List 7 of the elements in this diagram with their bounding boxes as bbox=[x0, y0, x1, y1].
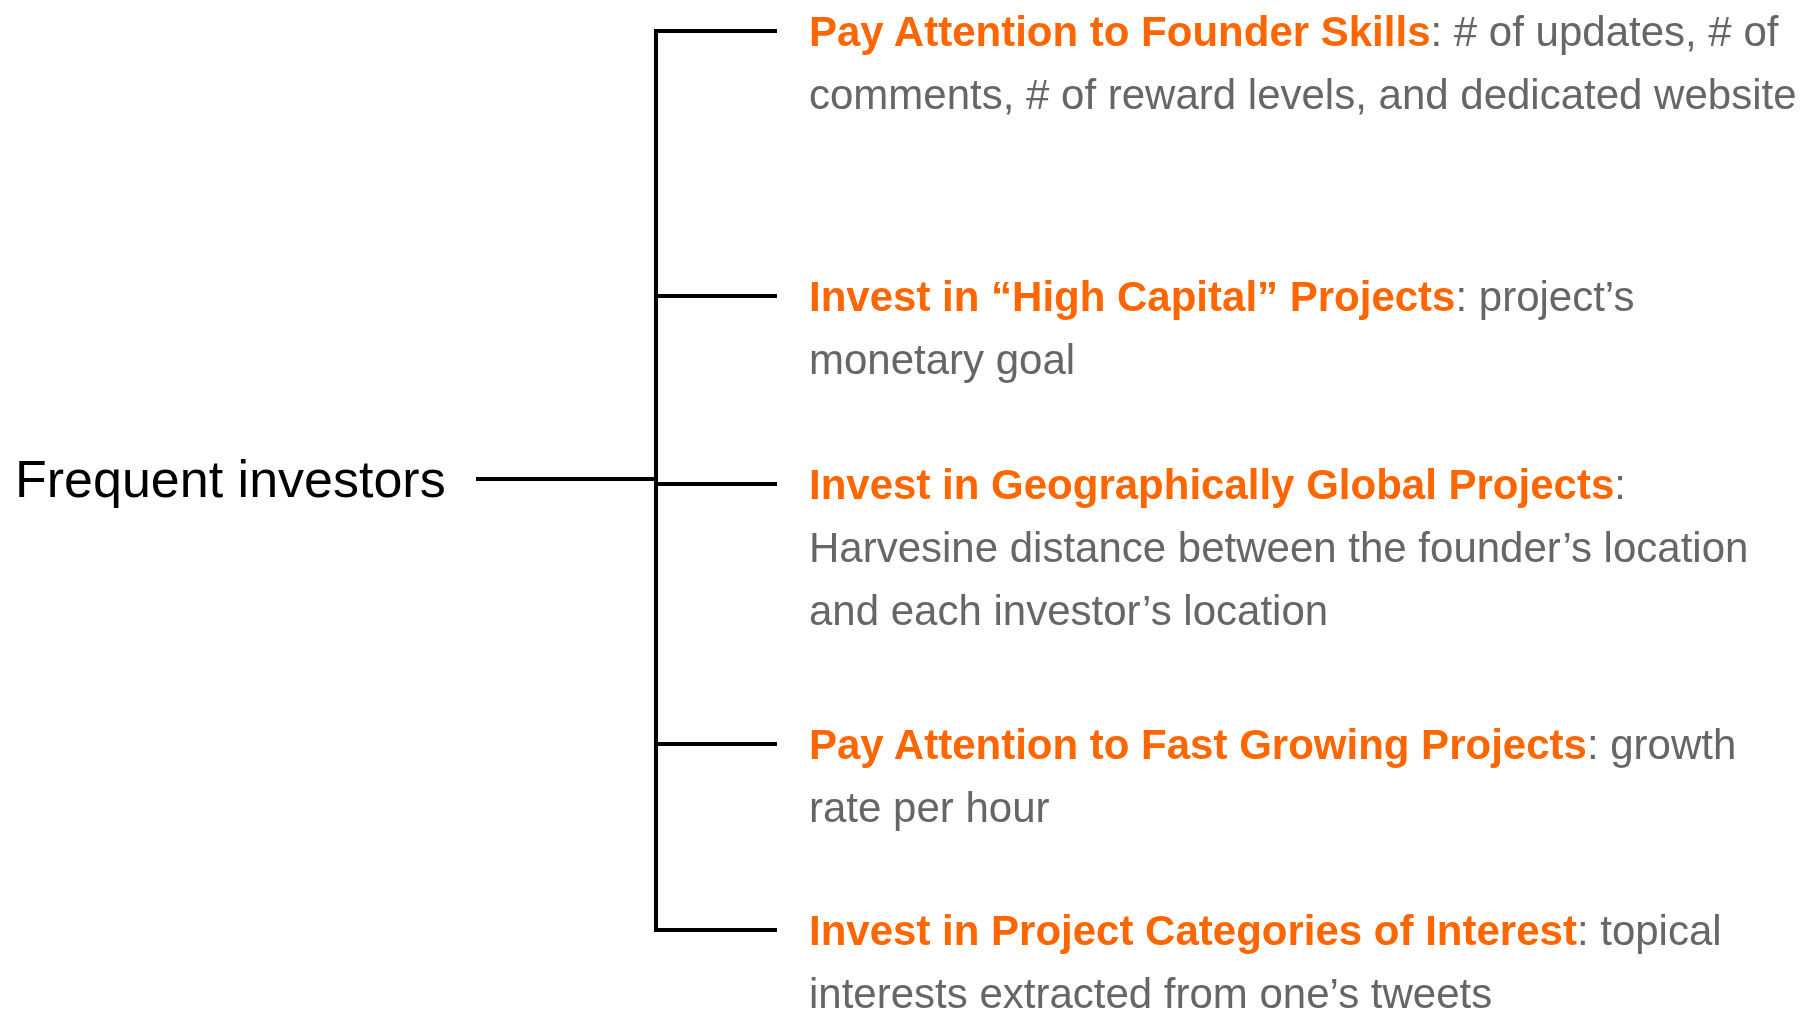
bracket-connector bbox=[476, 477, 777, 932]
branch-text: Invest in “High Capital” Projects: project’s monetary goal bbox=[809, 265, 1799, 391]
branch-text: Invest in Geographically Global Projects: Harvesine distance between the founder’s location and each investor’s location bbox=[809, 453, 1799, 642]
branch-text: Pay Attention to Founder Skills: # of updates, # of comments, # of reward levels, and dedicated website bbox=[809, 0, 1799, 126]
root-label: Frequent investors bbox=[15, 448, 476, 511]
branch-text: Pay Attention to Fast Growing Projects: growth rate per hour bbox=[809, 713, 1799, 839]
branch-text: Invest in Project Categories of Interest: topical interests extracted from one’s tweets bbox=[809, 899, 1799, 1015]
